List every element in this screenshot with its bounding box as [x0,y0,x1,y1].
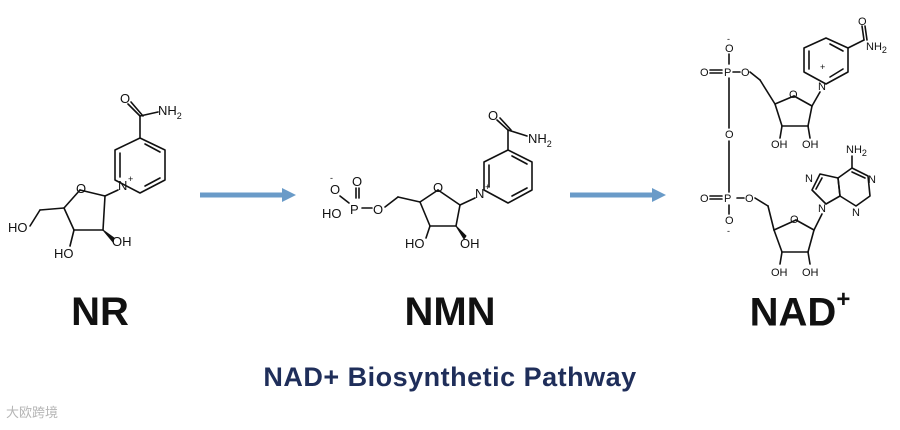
phosphate-oxygen-top: O [725,43,734,55]
phosphorus-top: P [724,67,731,79]
nitrogen-charge: + [128,174,133,184]
bridge-oxygen: O [373,202,383,217]
amide-oxygen: O [858,16,867,28]
adenine-n3: N [852,207,860,219]
nr-structure: O NH2 N + O OH HO HO [8,91,182,261]
hydroxyl-top-left: OH [771,139,788,151]
label-nmn: NMN [404,290,496,334]
hydroxyl-top-right: OH [802,139,819,151]
bridge-oxygen-center: O [725,129,734,141]
phosphorus: P [350,202,359,217]
ring-nitrogen: N [818,81,826,93]
ring-oxygen: O [76,181,86,196]
diagram-title: NAD+ Biosynthetic Pathway [263,362,637,392]
amide-oxygen: O [488,108,498,123]
adenine-n1: N [868,174,876,186]
nitrogen-charge: + [820,62,825,72]
bridge-oxygen-bottom: O [745,193,754,205]
amide-nh2: NH2 [528,131,552,149]
nad-structure: O NH2 N + O OH OH O P O O - O P O O - O … [700,16,887,279]
hydroxyl-bottom-left: OH [771,267,788,279]
adenine-n9: N [818,203,826,215]
hydroxyl-bottom-right: OH [802,267,819,279]
phosphate-hydroxyl: HO [322,206,342,221]
phosphorus-bottom: P [724,193,731,205]
adenine-nh2: NH2 [846,144,867,158]
arrow-nr-to-nmn [200,188,296,202]
phosphoryl-oxygen: O [352,174,362,189]
phosphate-oxygen-bottom: O [725,215,734,227]
ring-nitrogen: N [118,178,127,193]
ring-oxygen: O [433,180,443,195]
arrow-nmn-to-nad [570,188,666,202]
watermark: 大欧跨境 [6,405,59,420]
hydroxyl-5: HO [8,220,28,235]
phosphate-oxygen: O [330,182,340,197]
hydroxyl-3: HO [405,236,425,251]
ring-oxygen-top: O [789,89,798,101]
adenine-n7: N [805,173,813,185]
hydroxyl-2: OH [112,234,132,249]
phosphoryl-oxygen-top: O [700,67,709,79]
amide-nh2: NH2 [158,103,182,121]
ring-nitrogen: N [475,186,484,201]
hydroxyl-3: HO [54,246,74,261]
ring-oxygen-bottom: O [790,214,799,226]
hydroxyl-2: OH [460,236,480,251]
amide-nh2: NH2 [866,41,887,55]
oxygen-charge-bottom: - [727,226,730,236]
label-nad: NAD+ [749,286,851,335]
oxygen-charge: - [330,173,333,183]
nitrogen-charge: + [485,182,490,192]
oxygen-charge-top: - [727,34,730,44]
bridge-oxygen-top: O [741,67,750,79]
nmn-structure: O NH2 N + O OH HO O P O O - HO [322,108,552,251]
label-nr: NR [71,290,129,334]
phosphoryl-oxygen-bottom: O [700,193,709,205]
amide-oxygen: O [120,91,130,106]
